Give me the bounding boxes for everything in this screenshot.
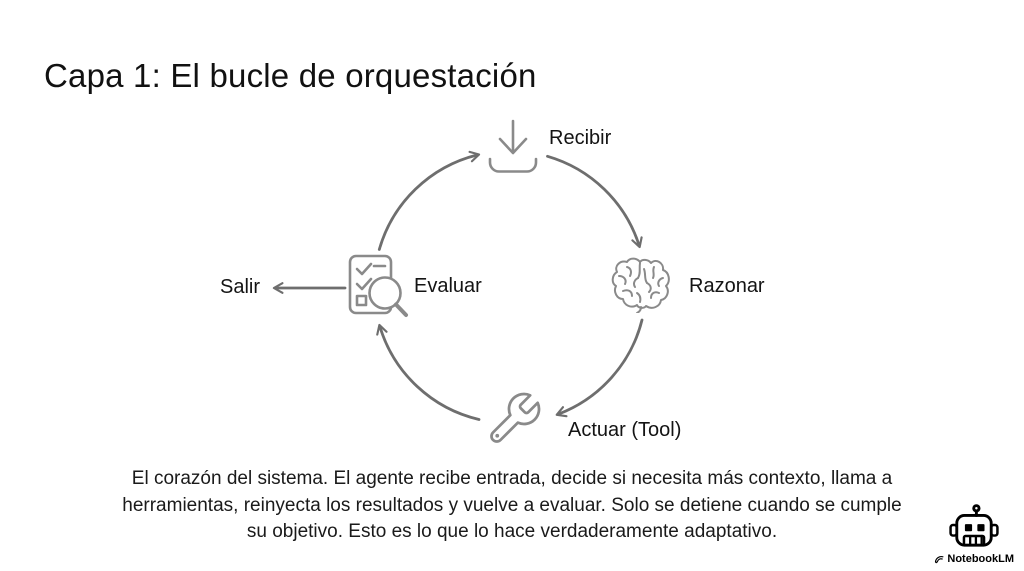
arrow-actuar-to-evaluar	[376, 323, 481, 421]
arrow-evaluar-to-recibir	[377, 150, 481, 251]
arrow-recibir-to-razonar	[546, 154, 643, 249]
node-label-actuar: Actuar (Tool)	[568, 419, 682, 441]
notebooklm-logo-icon	[934, 555, 944, 564]
exit-label: Salir	[220, 276, 261, 298]
wrench-icon	[490, 392, 541, 443]
description-line: herramientas, reinyecta los resultados y…	[122, 494, 902, 516]
watermark-brand-text: NotebookLM	[947, 553, 1014, 565]
brain-icon	[611, 257, 670, 313]
node-label-evaluar: Evaluar	[414, 275, 482, 297]
notebooklm-watermark: NotebookLM	[934, 504, 1014, 565]
arrow-razonar-to-actuar	[555, 318, 644, 418]
page-title: Capa 1: El bucle de orquestación	[44, 57, 537, 94]
robot-icon	[949, 504, 999, 547]
description-line: su objetivo. Esto es lo que lo hace verd…	[246, 521, 778, 542]
node-label-razonar: Razonar	[689, 275, 765, 297]
description-line: El corazón del sistema. El agente recibe…	[131, 468, 893, 489]
node-label-recibir: Recibir	[549, 127, 612, 149]
checklist-magnifier-icon	[348, 254, 408, 317]
inbox-download-icon	[488, 119, 538, 173]
description-text: El corazón del sistema. El agente recibe…	[0, 466, 1024, 546]
